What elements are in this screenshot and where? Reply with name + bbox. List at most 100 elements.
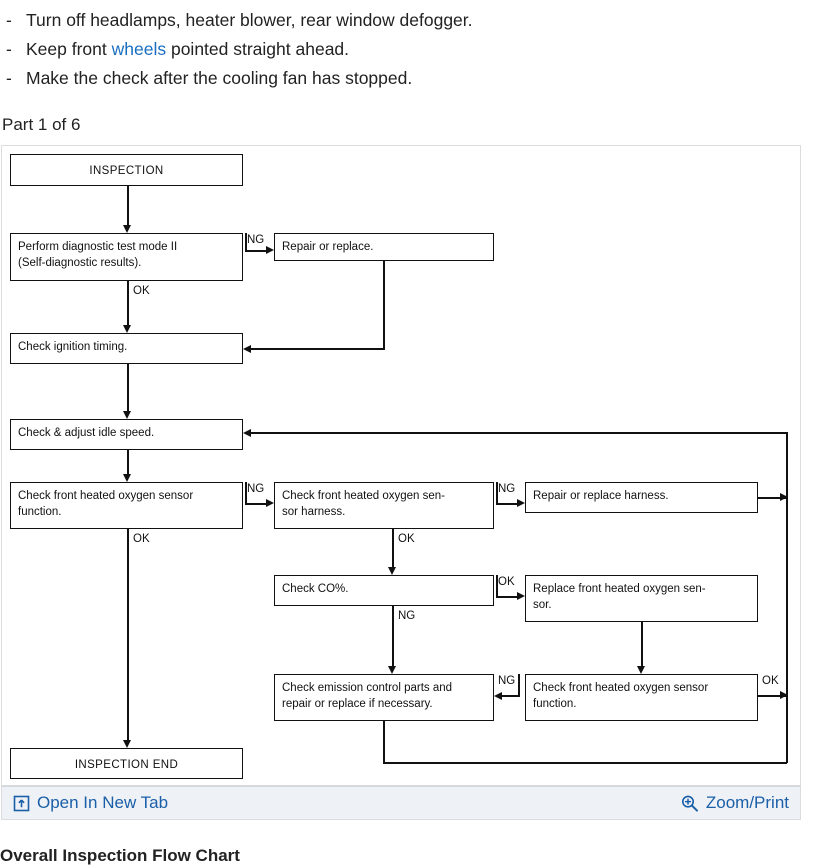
arrow-right-icon — [517, 499, 525, 508]
arrow-right-icon — [780, 493, 788, 502]
arrow-right-icon — [780, 691, 788, 700]
flow-box-emission-line2: repair or replace if necessary. — [282, 698, 433, 710]
branch-label-ok-3: OK — [398, 533, 415, 545]
connector-repair-return-h — [250, 348, 385, 350]
flow-box-emission-line1: Check emission control parts and — [282, 682, 453, 694]
flow-box-o2-function2-line1: Check front heated oxygen sensor — [533, 682, 709, 694]
connector-o2func-ng-v — [245, 482, 247, 504]
flow-box-diagnostic: Perform diagnostic test mode II (Self-di… — [10, 233, 243, 281]
arrow-down-icon — [388, 567, 397, 575]
flow-box-o2-harness-line2: sor harness. — [282, 506, 346, 518]
branch-label-ng-2: NG — [247, 483, 265, 495]
bullet-dash: - — [6, 68, 12, 88]
note-item: - Turn off headlamps, heater blower, rea… — [2, 6, 826, 35]
connector-repair-harness-out — [758, 497, 787, 499]
flow-box-inspection-end: INSPECTION END — [10, 748, 243, 779]
connector-co-ok-h — [496, 596, 519, 598]
arrow-left-icon — [243, 344, 251, 353]
arrow-down-icon — [637, 666, 646, 674]
branch-label-ok-5: OK — [762, 675, 779, 687]
branch-label-ok-2: OK — [133, 533, 150, 545]
flow-box-o2-function-line1: Check front heated oxygen sensor — [18, 490, 194, 502]
notes-list: - Turn off headlamps, heater blower, rea… — [0, 0, 826, 93]
connector-o2func-ng-h — [245, 503, 268, 505]
flow-box-o2-sensor-function-2: Check front heated oxygen sensor functio… — [525, 674, 758, 721]
connector-co-ok-v — [496, 575, 498, 597]
arrow-down-icon — [123, 474, 132, 482]
connector-harness-ng-v — [496, 482, 498, 504]
branch-label-ng-5: NG — [498, 675, 516, 687]
connector-global-return-h — [250, 432, 787, 434]
open-in-new-tab-button[interactable]: Open In New Tab — [13, 793, 168, 813]
bottom-section-heading: Overall Inspection Flow Chart — [0, 846, 240, 865]
connector-replace-to-func2 — [641, 622, 643, 667]
connector-diagnostic-ng-v — [245, 233, 247, 251]
figure-toolbar: Open In New Tab Zoom/Print — [1, 786, 801, 820]
flow-box-check-co: Check CO%. — [274, 575, 494, 606]
note-text: Keep front wheels pointed straight ahead… — [26, 35, 349, 64]
connector-diagnostic-ok — [127, 281, 129, 325]
flow-box-diagnostic-line1: Perform diagnostic test mode II — [18, 241, 178, 253]
arrow-right-icon — [266, 246, 274, 255]
flow-box-o2-function-line2: function. — [18, 506, 62, 518]
flow-box-o2-sensor-function: Check front heated oxygen sensor functio… — [10, 482, 243, 529]
connector-func2-ng-h — [501, 695, 520, 697]
note-item: - Keep front wheels pointed straight ahe… — [2, 35, 826, 64]
connector-bottom-return-v — [383, 721, 385, 763]
open-in-new-tab-icon — [13, 795, 30, 812]
flow-box-repair-or-replace: Repair or replace. — [274, 233, 494, 261]
arrow-down-icon — [123, 225, 132, 233]
bullet-dash: - — [6, 10, 12, 30]
connector-inspection-to-diagnostic — [127, 186, 129, 225]
branch-label-ng-4: NG — [398, 610, 416, 622]
connector-repair-return-v — [383, 261, 385, 349]
note-text: Turn off headlamps, heater blower, rear … — [26, 10, 473, 30]
branch-label-ng-3: NG — [498, 483, 516, 495]
connector-idle-to-o2func — [127, 450, 129, 477]
flow-box-emission-control: Check emission control parts and repair … — [274, 674, 494, 721]
arrow-left-icon — [243, 428, 251, 437]
arrow-down-icon — [388, 666, 397, 674]
flow-box-idle-speed: Check & adjust idle speed. — [10, 419, 243, 450]
zoom-print-label: Zoom/Print — [705, 793, 789, 812]
bullet-dash: - — [6, 39, 12, 59]
branch-label-ng-1: NG — [247, 234, 265, 246]
flow-box-diagnostic-line2: (Self-diagnostic results). — [18, 257, 142, 269]
connector-diagnostic-ng-h — [245, 250, 268, 252]
flow-box-o2-sensor-harness: Check front heated oxygen sen- sor harne… — [274, 482, 494, 529]
note-text-post: pointed straight ahead. — [166, 39, 350, 59]
arrow-left-icon — [494, 691, 502, 700]
branch-label-ok-1: OK — [133, 285, 150, 297]
zoom-print-button[interactable]: Zoom/Print — [680, 793, 789, 813]
arrow-down-icon — [123, 740, 132, 748]
connector-co-ng — [392, 606, 394, 667]
arrow-down-icon — [123, 325, 132, 333]
arrow-down-icon — [123, 411, 132, 419]
part-label: Part 1 of 6 — [2, 115, 81, 134]
note-item: - Make the check after the cooling fan h… — [2, 64, 826, 93]
flow-box-replace-o2-sensor: Replace front heated oxygen sen- sor. — [525, 575, 758, 622]
flow-box-replace-o2-line2: sor. — [533, 599, 552, 611]
magnifier-plus-icon — [680, 794, 699, 813]
flow-box-ignition-timing: Check ignition timing. — [10, 333, 243, 364]
flow-box-o2-harness-line1: Check front heated oxygen sen- — [282, 490, 446, 502]
arrow-right-icon — [517, 592, 525, 601]
connector-harness-ok — [392, 529, 394, 568]
flowchart-figure-panel: INSPECTION Perform diagnostic test mode … — [1, 145, 801, 786]
flow-box-repair-harness: Repair or replace harness. — [525, 482, 758, 513]
connector-bottom-return-h — [383, 762, 787, 764]
connector-ignition-to-idle — [127, 364, 129, 411]
connector-harness-ng-h — [496, 503, 519, 505]
connector-global-return-v — [786, 432, 788, 763]
flowchart-canvas: INSPECTION Perform diagnostic test mode … — [2, 146, 800, 785]
connector-func2-ng-v — [518, 674, 520, 696]
flow-box-o2-function2-line2: function. — [533, 698, 577, 710]
note-text: Make the check after the cooling fan has… — [26, 68, 413, 88]
wheels-link[interactable]: wheels — [111, 39, 167, 59]
branch-label-ok-4: OK — [498, 576, 515, 588]
connector-func2-ok-h — [758, 695, 787, 697]
open-in-new-tab-label: Open In New Tab — [37, 793, 169, 812]
note-text-pre: Keep front — [26, 39, 112, 59]
flow-box-replace-o2-line1: Replace front heated oxygen sen- — [533, 583, 706, 595]
arrow-right-icon — [266, 499, 274, 508]
